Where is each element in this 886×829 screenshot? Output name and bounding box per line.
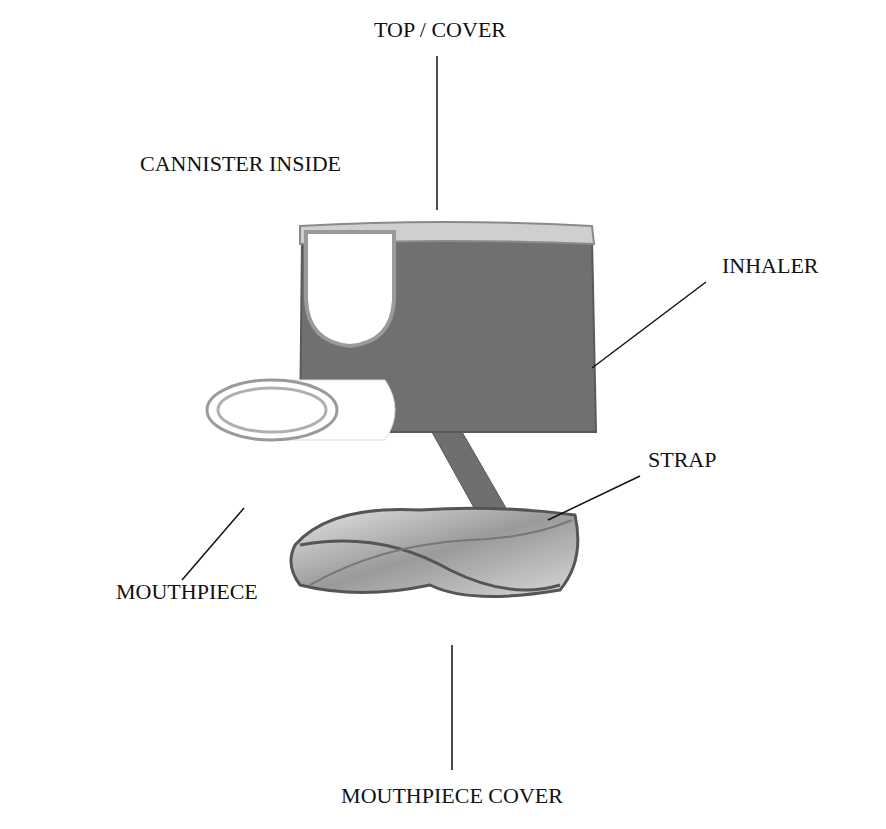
part-label: MOUTHPIECE: [116, 580, 258, 604]
leader-line: [436, 56, 438, 210]
leader-line: [451, 645, 453, 770]
part-label: INHALER: [722, 254, 819, 278]
part-label: STRAP: [648, 448, 716, 472]
mouthpiece-inner-rim: [218, 388, 326, 432]
leader-line: [548, 476, 640, 520]
part-label: MOUTHPIECE COVER: [341, 784, 563, 808]
cover-fold: [300, 541, 560, 590]
part-label: CANNISTER INSIDE: [140, 152, 341, 176]
mouthpiece-rim: [207, 380, 337, 440]
mouthpiece-cover-shape: [291, 508, 578, 596]
leader-line: [182, 508, 244, 580]
canister-window: [306, 232, 394, 346]
cover-fold: [310, 520, 572, 585]
part-label: TOP / COVER: [374, 18, 506, 42]
leader-line: [592, 282, 706, 368]
